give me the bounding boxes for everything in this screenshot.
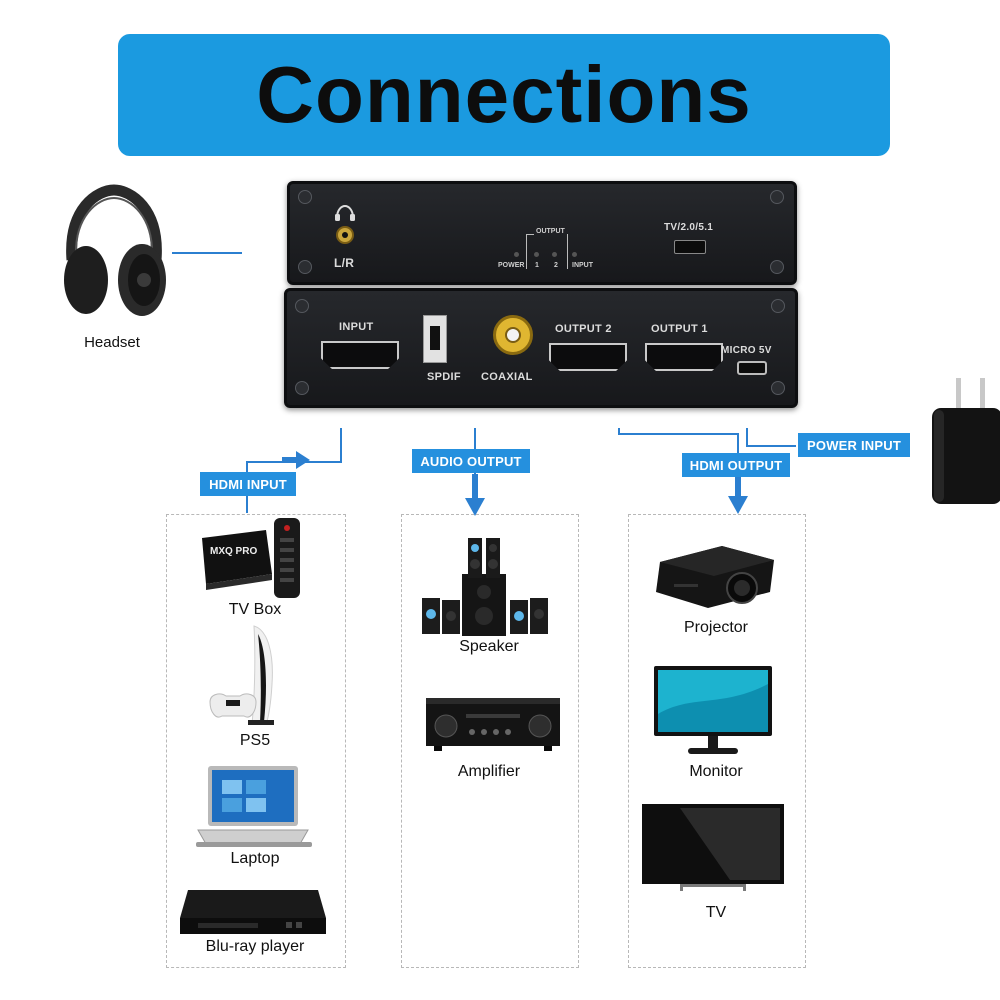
screw — [298, 190, 312, 204]
spdif-label: SPDIF — [427, 371, 461, 383]
screw — [771, 299, 785, 313]
laptop-image — [196, 766, 312, 847]
micro-usb-port — [737, 361, 767, 375]
spdif-port — [423, 315, 447, 363]
hdmi-output-line — [618, 433, 738, 435]
led-power-label: POWER — [498, 262, 525, 269]
hdmi-output-arrow — [728, 472, 748, 514]
output1-label: OUTPUT 1 — [651, 323, 708, 335]
output-device-caption: TV — [705, 904, 727, 921]
output-label: OUTPUT — [534, 228, 567, 235]
led-output-1 — [534, 252, 539, 257]
audio-jack — [336, 226, 354, 244]
screw — [298, 260, 312, 274]
screw — [771, 381, 785, 395]
projector-image — [656, 546, 774, 608]
power-input-line — [746, 428, 748, 446]
audio-devices-box — [401, 514, 579, 968]
tv-box-brand: MXQ PRO — [210, 546, 258, 557]
tv-box-image — [202, 518, 300, 598]
input-port-label: INPUT — [339, 321, 374, 333]
headset-caption: Headset — [84, 334, 140, 351]
coaxial-port — [493, 315, 533, 355]
output-devices-box — [628, 514, 806, 968]
mode-switch[interactable] — [674, 240, 706, 254]
hdmi-input-label: HDMI INPUT — [200, 472, 296, 496]
output-device-caption: Projector — [683, 619, 749, 636]
hdmi-input-port — [321, 341, 399, 369]
page-title: Connections — [256, 50, 752, 139]
screw — [770, 260, 784, 274]
bluray-image — [180, 890, 326, 934]
led-input — [572, 252, 577, 257]
hdmi-output-label: HDMI OUTPUT — [682, 453, 790, 477]
power-input-label: POWER INPUT — [798, 433, 910, 457]
headset-connector-line — [172, 252, 242, 254]
input-device-caption: TV Box — [228, 601, 282, 618]
output2-label: OUTPUT 2 — [555, 323, 612, 335]
led-1-label: 1 — [535, 262, 539, 269]
screw — [295, 381, 309, 395]
audio-output-arrow — [465, 474, 485, 516]
lr-label: L/R — [334, 256, 355, 270]
hdmi-input-arrow — [282, 451, 310, 469]
coaxial-label: COAXIAL — [481, 371, 533, 383]
output-bracket — [526, 234, 568, 269]
speaker-image — [422, 538, 548, 636]
hdmi-output2-port — [549, 343, 627, 371]
tv-image — [642, 804, 784, 891]
amplifier-image — [426, 698, 560, 751]
led-2-label: 2 — [554, 262, 558, 269]
led-output-2 — [552, 252, 557, 257]
hdmi-input-line — [340, 428, 342, 462]
power-input-line — [746, 445, 796, 447]
headset-image — [64, 184, 166, 316]
title-banner: Connections — [118, 34, 890, 156]
input-device-caption: Blu-ray player — [205, 938, 305, 955]
led-input-label: INPUT — [572, 262, 593, 269]
audio-device-caption: Amplifier — [457, 763, 521, 780]
device-back-panel: INPUT SPDIF COAXIAL OUTPUT 2 OUTPUT 1 MI… — [284, 288, 798, 408]
micro-usb-label: MICRO 5V — [721, 345, 772, 356]
hdmi-output1-port — [645, 343, 723, 371]
headphone-icon — [335, 204, 355, 221]
hdmi-output-line — [618, 428, 620, 434]
power-adapter-image — [932, 378, 1000, 504]
switch-label: TV/2.0/5.1 — [664, 222, 714, 233]
device-front-panel: L/R OUTPUT POWER 1 2 INPUT TV/2.0/5.1 — [287, 181, 797, 285]
input-device-caption: Laptop — [230, 850, 280, 867]
screw — [295, 299, 309, 313]
audio-output-label: AUDIO OUTPUT — [412, 449, 530, 473]
input-device-caption: PS5 — [239, 732, 271, 749]
screw — [770, 190, 784, 204]
audio-device-caption: Speaker — [459, 638, 519, 655]
output-device-caption: Monitor — [689, 763, 743, 780]
led-power — [514, 252, 519, 257]
monitor-image — [654, 666, 772, 754]
input-devices-box — [166, 514, 346, 968]
ps5-image — [209, 625, 274, 725]
